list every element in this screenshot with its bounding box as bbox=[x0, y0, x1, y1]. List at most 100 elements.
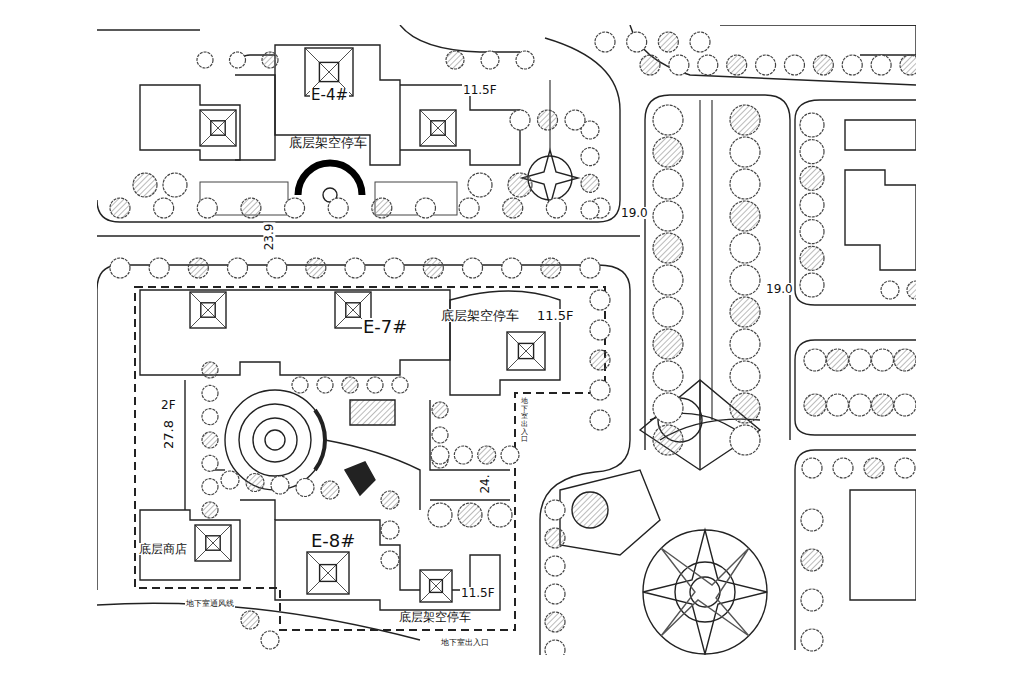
tree bbox=[454, 446, 472, 464]
tree bbox=[481, 51, 499, 69]
tree bbox=[202, 479, 218, 495]
tree bbox=[801, 589, 823, 611]
tree bbox=[872, 349, 894, 371]
roof-ridge bbox=[200, 110, 236, 146]
tree bbox=[267, 258, 287, 278]
tree bbox=[827, 394, 849, 416]
tree bbox=[900, 55, 916, 75]
tower-symbol bbox=[507, 332, 545, 370]
tree bbox=[459, 198, 479, 218]
map-label: E-4# bbox=[310, 88, 349, 103]
tree bbox=[730, 425, 760, 455]
tree bbox=[328, 198, 348, 218]
tree bbox=[202, 385, 218, 401]
tree bbox=[468, 173, 492, 197]
roof-ridge bbox=[420, 110, 456, 146]
tree bbox=[730, 393, 760, 423]
roof-ridge bbox=[307, 552, 349, 594]
tree bbox=[730, 297, 760, 327]
tree bbox=[501, 446, 519, 464]
tree bbox=[163, 173, 187, 197]
dimension: 27.8 bbox=[162, 419, 175, 450]
roof-ridge bbox=[195, 525, 231, 561]
tree bbox=[431, 446, 449, 464]
tree bbox=[804, 394, 826, 416]
tree bbox=[432, 427, 448, 443]
tree bbox=[503, 198, 523, 218]
tree bbox=[653, 201, 683, 231]
tree bbox=[271, 476, 289, 494]
tower-symbol bbox=[420, 110, 456, 146]
tree bbox=[842, 55, 862, 75]
vertical-note: 地下室出入口 bbox=[520, 398, 529, 444]
tree bbox=[202, 502, 218, 518]
tree bbox=[488, 503, 512, 527]
tree bbox=[627, 32, 647, 52]
tree bbox=[800, 246, 824, 270]
tree bbox=[800, 193, 824, 217]
tree bbox=[849, 394, 871, 416]
tree bbox=[508, 173, 532, 197]
tree bbox=[384, 258, 404, 278]
tree bbox=[545, 528, 565, 548]
tree bbox=[895, 458, 915, 478]
tree bbox=[110, 258, 130, 278]
map-label: 底层架空停车 bbox=[440, 309, 520, 322]
tree bbox=[653, 233, 683, 263]
tree bbox=[154, 198, 174, 218]
tree bbox=[565, 110, 585, 130]
tree bbox=[306, 258, 326, 278]
tree bbox=[801, 549, 823, 571]
tree bbox=[653, 169, 683, 199]
tower-symbol bbox=[195, 525, 231, 561]
tower-symbol bbox=[200, 110, 236, 146]
tower-symbol bbox=[420, 570, 452, 602]
tree bbox=[730, 265, 760, 295]
tree bbox=[197, 198, 217, 218]
tree bbox=[864, 458, 884, 478]
tree bbox=[849, 349, 871, 371]
tree bbox=[202, 362, 218, 378]
tree bbox=[730, 361, 760, 391]
dimension: 24. bbox=[479, 473, 491, 494]
tree bbox=[590, 380, 610, 400]
tree bbox=[730, 105, 760, 135]
tree bbox=[381, 491, 399, 509]
map-label: E-8# bbox=[310, 532, 356, 550]
tree bbox=[428, 503, 452, 527]
tree bbox=[640, 55, 660, 75]
tree bbox=[590, 410, 610, 430]
tree bbox=[907, 281, 916, 299]
tree bbox=[321, 481, 339, 499]
roof-ridge bbox=[190, 292, 226, 328]
tree bbox=[221, 471, 239, 489]
tree bbox=[228, 258, 248, 278]
tree bbox=[581, 201, 599, 219]
tree bbox=[756, 55, 776, 75]
tree bbox=[446, 51, 464, 69]
tree bbox=[345, 258, 365, 278]
map-label: E-7# bbox=[362, 318, 408, 336]
tree bbox=[230, 52, 246, 68]
tree bbox=[541, 258, 561, 278]
tree bbox=[381, 521, 399, 539]
tree bbox=[871, 55, 891, 75]
tree bbox=[827, 349, 849, 371]
tree bbox=[202, 409, 218, 425]
tree bbox=[730, 137, 760, 167]
tree bbox=[669, 55, 689, 75]
tree bbox=[516, 51, 534, 69]
tree bbox=[833, 458, 853, 478]
tree bbox=[784, 55, 804, 75]
tree bbox=[801, 629, 823, 651]
tree bbox=[698, 55, 718, 75]
tree bbox=[110, 198, 130, 218]
tree bbox=[872, 394, 894, 416]
tree bbox=[292, 377, 308, 393]
tree bbox=[653, 393, 683, 423]
map-label: 11.5F bbox=[536, 309, 574, 322]
tree bbox=[730, 329, 760, 359]
tree bbox=[802, 458, 822, 478]
tree bbox=[581, 148, 599, 166]
